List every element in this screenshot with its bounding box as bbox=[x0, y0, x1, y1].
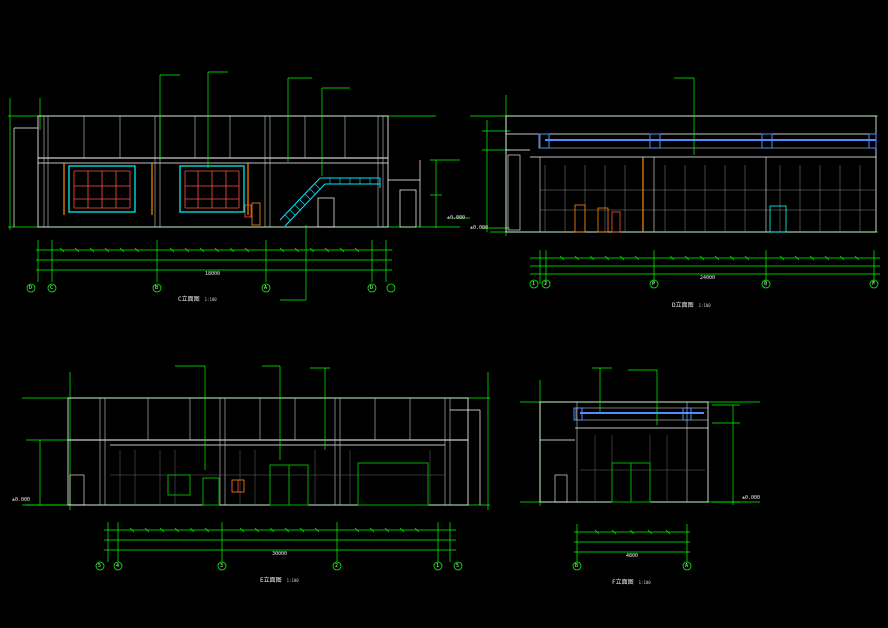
dimension-total-4: 4800 bbox=[626, 553, 639, 559]
axis-label: 4 bbox=[116, 563, 120, 569]
axis-label: 3 bbox=[220, 563, 224, 569]
axis-label: B bbox=[575, 563, 579, 569]
axis-label: D bbox=[370, 285, 374, 291]
axis-label: C bbox=[50, 285, 54, 291]
axis-label: 5 bbox=[98, 563, 102, 569]
axis-label: D bbox=[29, 285, 33, 291]
dimension-total-2: 24000 bbox=[700, 275, 716, 281]
axis-label: 2 bbox=[335, 563, 339, 569]
level-mark-1: ±0.000 bbox=[447, 215, 466, 221]
axis-label: 1 bbox=[532, 281, 536, 287]
window-left bbox=[68, 165, 136, 213]
elevation-2 bbox=[470, 77, 880, 289]
level-mark-4: ±0.000 bbox=[742, 495, 761, 501]
elevation-3 bbox=[22, 365, 490, 571]
axis-label: 1 bbox=[436, 563, 440, 569]
staircase bbox=[279, 177, 381, 227]
window-right bbox=[179, 165, 245, 213]
level-mark-3: ±0.000 bbox=[12, 497, 31, 503]
dimension-total-3: 30000 bbox=[272, 551, 288, 557]
axis-label: 5 bbox=[456, 563, 460, 569]
axis-label: A bbox=[685, 563, 689, 569]
elevation-1 bbox=[8, 71, 470, 301]
axis-label: B bbox=[155, 285, 159, 291]
axis-label: 2 bbox=[544, 281, 548, 287]
axis-label: P bbox=[652, 281, 656, 287]
dimension-ticks-1 bbox=[59, 247, 360, 253]
axis-label: Q bbox=[764, 281, 768, 287]
axis-label: F bbox=[872, 281, 876, 287]
doors-3 bbox=[167, 462, 429, 506]
dimension-total-1: 18000 bbox=[205, 271, 221, 277]
elevation-4 bbox=[520, 367, 760, 571]
ceiling-band-2 bbox=[538, 133, 877, 149]
axis-label: A bbox=[264, 285, 268, 291]
level-mark-2: ±0.000 bbox=[470, 225, 489, 231]
